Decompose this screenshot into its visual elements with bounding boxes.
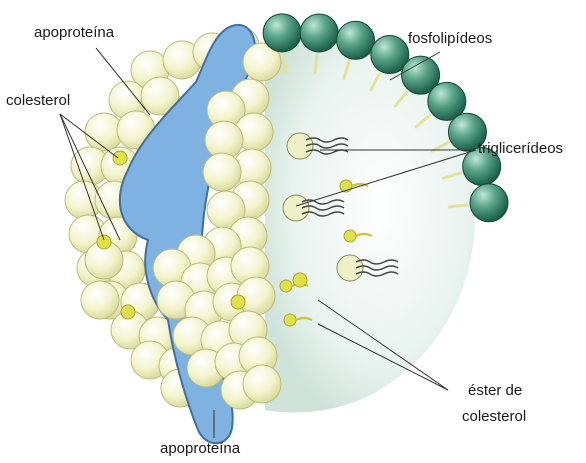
ester-head: [344, 230, 356, 242]
front-sphere: [243, 365, 281, 403]
label-colesterol: colesterol: [6, 92, 70, 109]
label-ester-line1: éster de: [468, 382, 522, 399]
triglyceride-head: [283, 195, 309, 221]
triglyceride-head: [287, 133, 313, 159]
cholesterol-dot: [121, 305, 135, 319]
cholesterol-dot: [113, 151, 127, 165]
label-apoproteina-bottom: apoproteína: [160, 440, 240, 457]
phospholipid-tail: [315, 55, 317, 73]
cholesterol-dot: [97, 235, 111, 249]
ester-head: [280, 280, 292, 292]
label-ester-line2: colesterol: [462, 408, 526, 425]
phospholipid-head: [300, 14, 338, 52]
phospholipid-head: [470, 184, 508, 222]
cholesterol-dot: [231, 295, 245, 309]
label-trigliceridios: triglicerídeos: [478, 140, 563, 157]
label-apoproteina-top: apoproteína: [34, 24, 114, 41]
phospholipid-head: [263, 14, 301, 52]
triglyceride-head: [337, 255, 363, 281]
front-sphere: [237, 277, 275, 315]
front-sphere: [203, 153, 241, 191]
phospholipid-tail: [284, 55, 286, 73]
phospholipid-head: [337, 21, 375, 59]
cholesterol-dot: [293, 273, 307, 287]
label-fosfolipideos: fosfolipídeos: [408, 30, 492, 47]
phospholipid-tail: [449, 205, 467, 207]
surface-sphere: [81, 281, 119, 319]
ester-head: [284, 314, 296, 326]
